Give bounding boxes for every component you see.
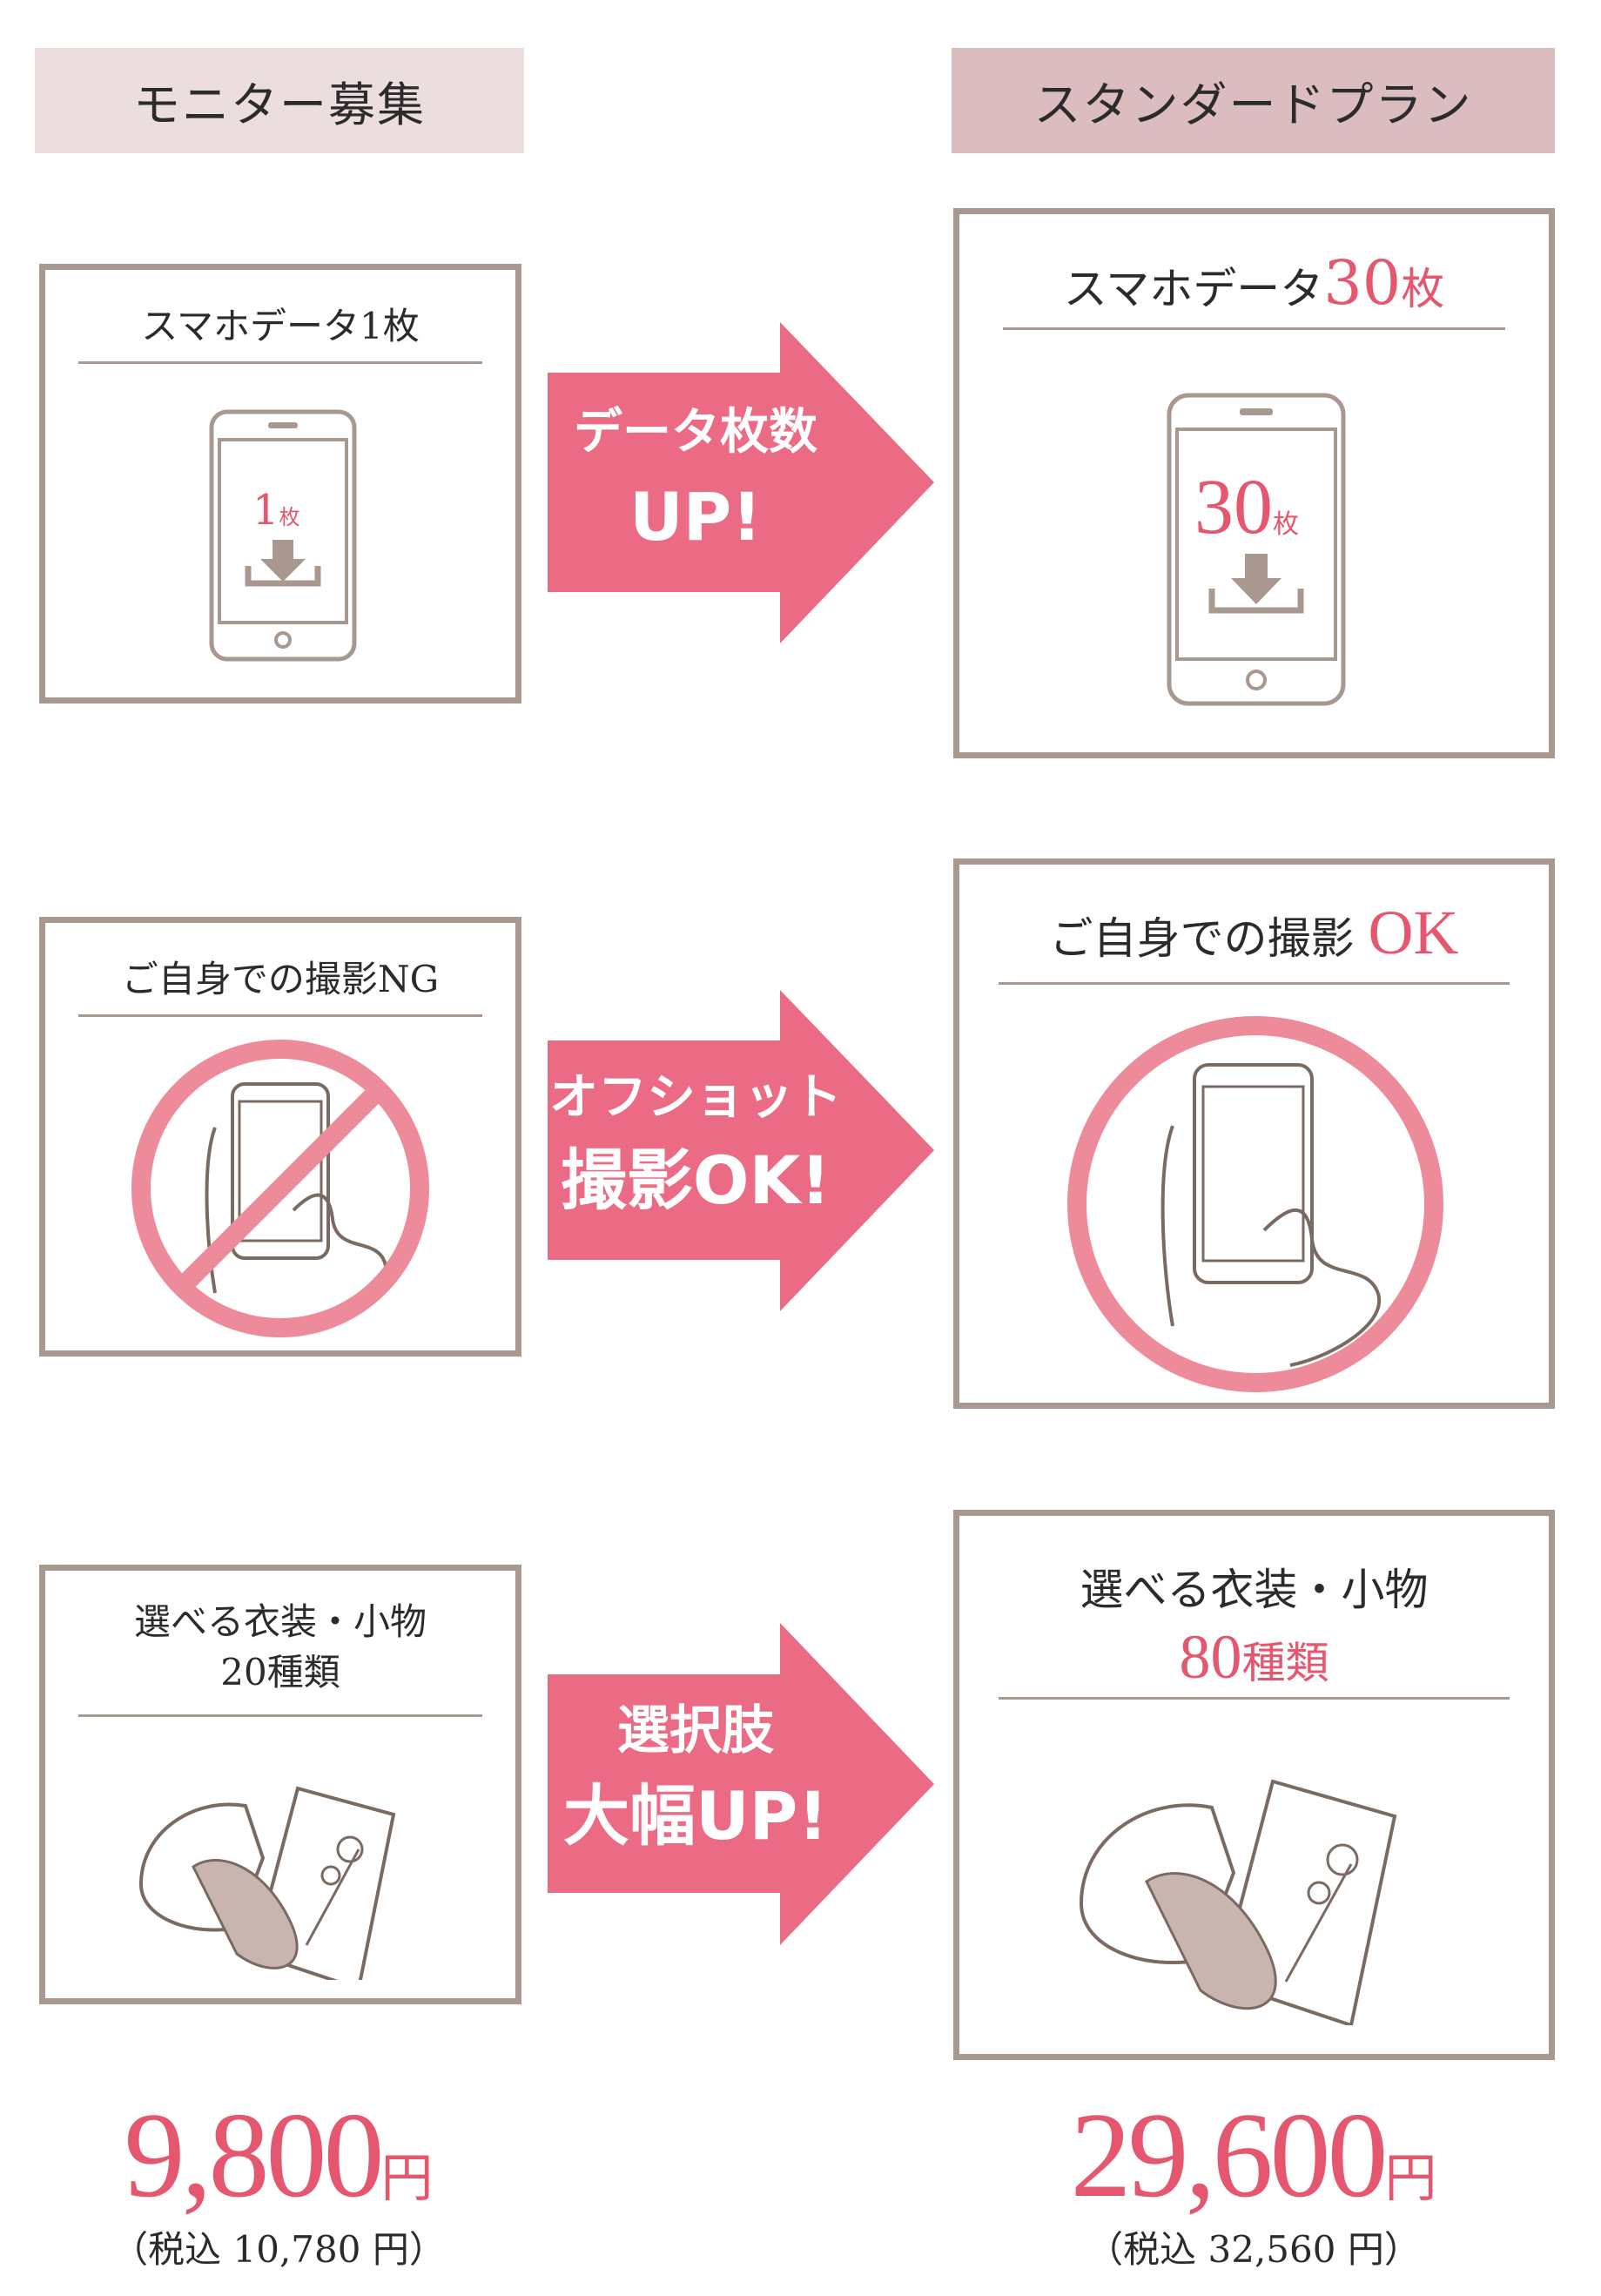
no-phone-photography-icon bbox=[131, 1040, 429, 1337]
arrow-right-icon bbox=[548, 1623, 934, 1945]
monitor-price-tax: （税込 10,780 円） bbox=[111, 2228, 446, 2271]
monitor-selfshoot-card: ご自身での撮影NG bbox=[39, 917, 521, 1357]
arrow-label-line2: 大幅UP! bbox=[562, 1777, 829, 1855]
standard-costume-card: 選べる衣装・小物 80種類 bbox=[953, 1510, 1555, 2060]
screen-count: 1 bbox=[252, 486, 279, 535]
smartphone-download-icon bbox=[1167, 393, 1346, 706]
screen-unit: 枚 bbox=[1273, 510, 1299, 539]
card-title-line2: 20種類 bbox=[220, 1651, 340, 1693]
price-amount: 29,600 bbox=[1070, 2088, 1389, 2223]
arrow-label-line1: オフショット bbox=[549, 1069, 842, 1126]
standard-plan-header: スタンダードプラン bbox=[952, 48, 1555, 153]
arrow-label-line2: 撮影OK! bbox=[560, 1141, 831, 1219]
smartphone-download-icon bbox=[209, 409, 357, 662]
card-title: ご自身での撮影NG bbox=[121, 958, 440, 1000]
standard-price-tax: （税込 32,560 円） bbox=[1086, 2228, 1421, 2271]
divider bbox=[78, 1014, 482, 1017]
screen-count: 30 bbox=[1194, 464, 1273, 550]
divider bbox=[999, 1697, 1510, 1700]
card-title: スマホデータ1枚 bbox=[141, 305, 420, 347]
price-unit: 円 bbox=[380, 2150, 434, 2207]
monitor-costume-card: 選べる衣装・小物 20種類 bbox=[39, 1565, 521, 2004]
costume-accessories-icon bbox=[138, 1786, 396, 1980]
price-unit: 円 bbox=[1384, 2150, 1437, 2207]
divider bbox=[999, 982, 1510, 985]
arrow-label-line2: UP! bbox=[629, 478, 763, 555]
standard-selfshoot-card: ご自身での撮影 OK bbox=[953, 858, 1555, 1409]
arrow-label-line1: 選択肢 bbox=[617, 1700, 774, 1761]
card-title-line1: 選べる衣装・小物 bbox=[133, 1600, 427, 1643]
card-title-line2: 80種類 bbox=[1179, 1622, 1329, 1692]
phone-photography-ok-icon bbox=[1067, 1016, 1443, 1392]
card-title-line1: 選べる衣装・小物 bbox=[1080, 1565, 1429, 1615]
standard-price: 29,600円 bbox=[1010, 2085, 1497, 2225]
costume-accessories-icon bbox=[1079, 1779, 1397, 2025]
divider bbox=[1003, 327, 1505, 330]
arrow-label-line1: データ枚数 bbox=[574, 404, 817, 461]
monitor-plan-header: モニター募集 bbox=[35, 48, 524, 153]
arrow-right-icon bbox=[548, 990, 934, 1311]
arrow-right-icon bbox=[548, 322, 934, 643]
standard-data-card: スマホデータ30枚 30枚 bbox=[953, 208, 1555, 758]
monitor-data-card: スマホデータ1枚 1枚 bbox=[39, 264, 521, 704]
card-title: スマホデータ30枚 bbox=[1063, 247, 1445, 319]
divider bbox=[78, 1714, 482, 1717]
card-title: ご自身での撮影 OK bbox=[1049, 898, 1459, 967]
screen-unit: 枚 bbox=[279, 505, 300, 529]
monitor-price: 9,800円 bbox=[35, 2085, 522, 2225]
price-amount: 9,800 bbox=[124, 2088, 385, 2223]
divider bbox=[78, 361, 482, 364]
